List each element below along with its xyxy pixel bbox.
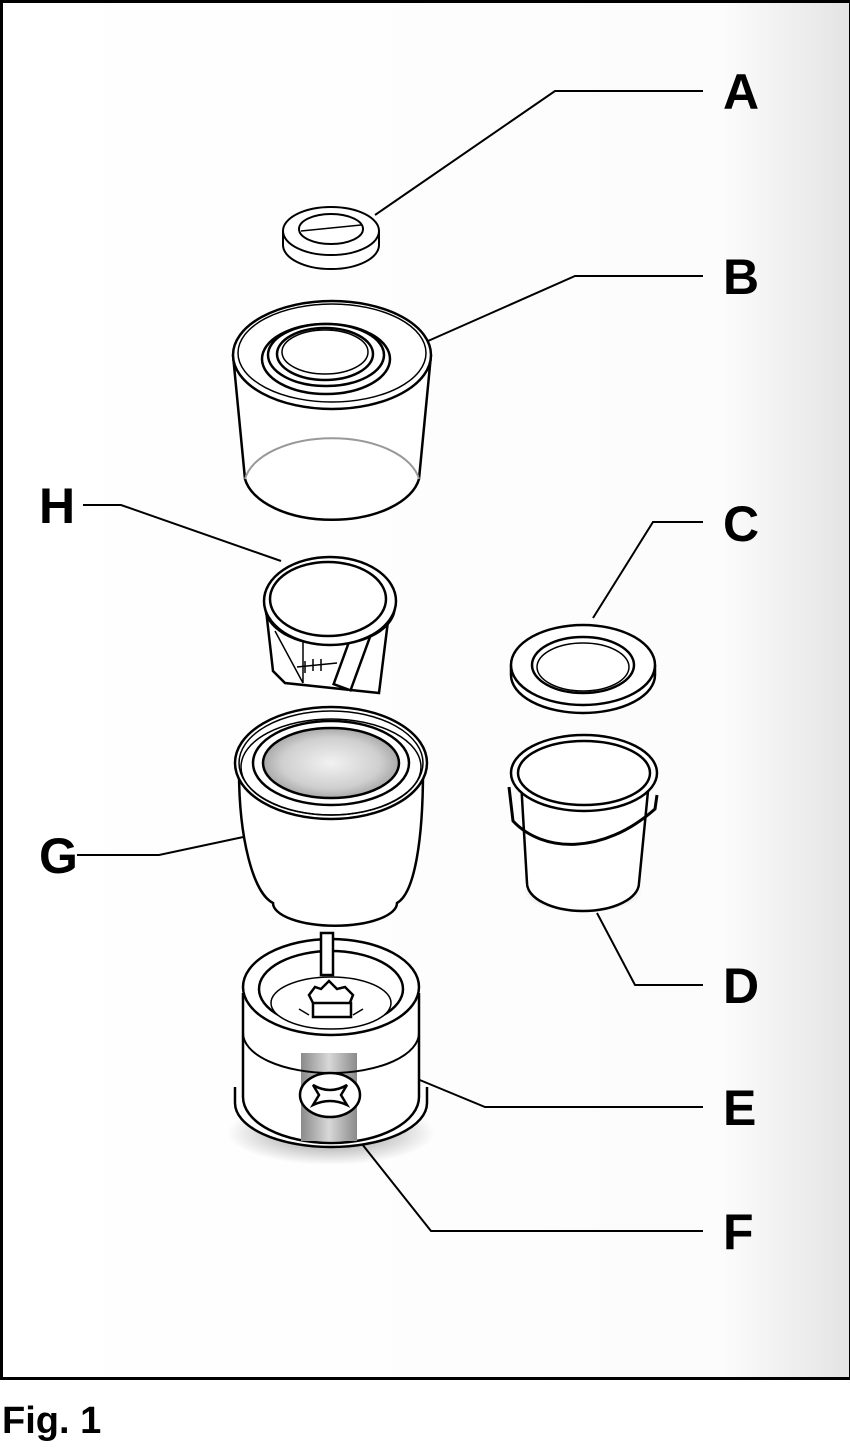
- label-b: B: [723, 249, 759, 305]
- part-e-base: [227, 933, 435, 1165]
- label-d: D: [723, 958, 759, 1014]
- label-c: C: [723, 496, 759, 552]
- part-c-lid: [511, 625, 655, 713]
- part-h-paddle: [264, 557, 396, 693]
- part-b-cover: [233, 301, 431, 520]
- part-f-knob: [300, 1073, 360, 1117]
- part-a-cap: [283, 207, 379, 269]
- figure-caption: Fig. 1: [2, 1400, 101, 1443]
- label-h: H: [39, 478, 75, 534]
- exploded-view-diagram: A B H C G D E F: [3, 3, 849, 1377]
- label-a: A: [723, 64, 759, 120]
- label-g: G: [39, 828, 78, 884]
- label-e: E: [723, 1080, 756, 1136]
- part-d-bucket: [509, 735, 657, 913]
- figure-frame: A B H C G D E F: [0, 0, 850, 1380]
- part-g-bowl: [235, 707, 427, 926]
- label-f: F: [723, 1204, 754, 1260]
